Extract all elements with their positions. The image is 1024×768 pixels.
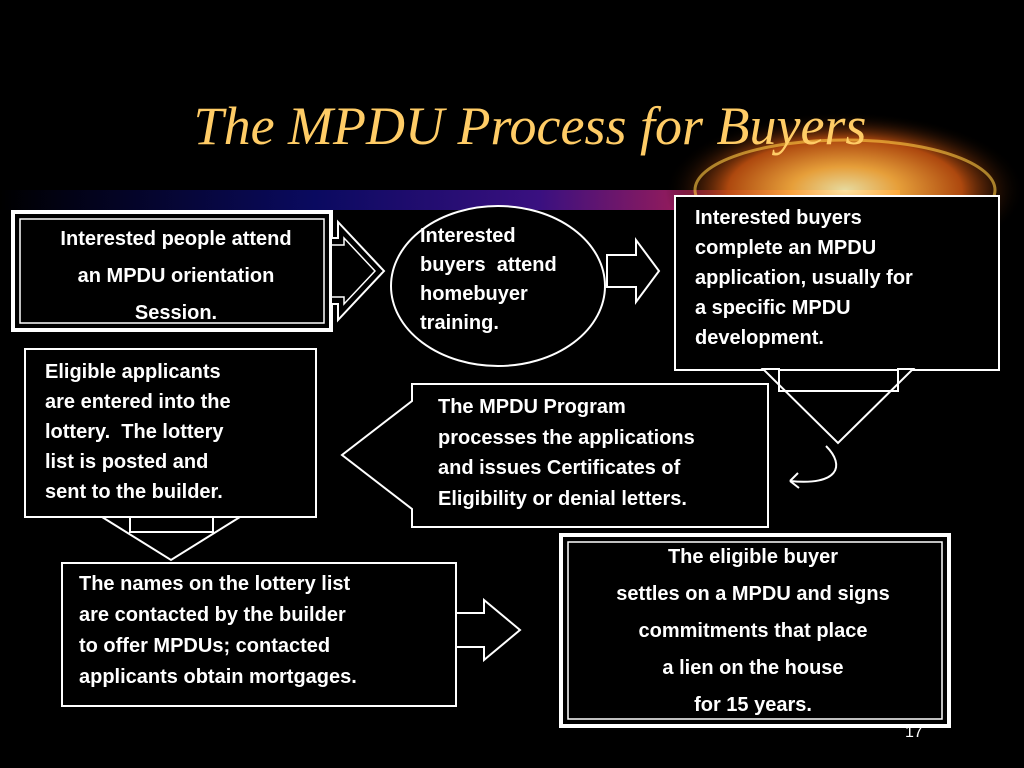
curved-arrow-to-processing	[789, 445, 838, 489]
text-line: applicants obtain mortgages.	[79, 666, 357, 688]
text-line: list is posted and	[45, 451, 209, 473]
application-text: Interested buyers complete an MPDU appli…	[695, 203, 995, 353]
text-line: lottery. The lottery	[45, 421, 224, 443]
text-line: for 15 years.	[694, 694, 812, 716]
text-line: complete an MPDU	[695, 237, 877, 259]
text-line: settles on a MPDU and signs	[616, 583, 890, 605]
text-line: processes the applications	[438, 426, 695, 449]
contact-box	[61, 562, 457, 707]
processing-text: The MPDU Program processes the applicati…	[438, 392, 778, 514]
arrow-lottery-down	[98, 516, 244, 562]
text-line: to offer MPDUs; contacted	[79, 635, 331, 657]
slide-title: The MPDU Process for Buyers	[193, 96, 867, 156]
text-line: training.	[420, 312, 499, 334]
text-line: Interested people attend	[60, 228, 292, 250]
text-line: Interested	[420, 225, 516, 247]
arrow-training-to-application	[606, 236, 661, 306]
text-line: commitments that place	[638, 620, 868, 642]
text-line: Eligible applicants	[45, 361, 221, 383]
text-line: homebuyer	[420, 283, 528, 305]
text-line: are contacted by the builder	[79, 604, 346, 626]
lottery-text: Eligible applicants are entered into the…	[45, 357, 305, 507]
text-line: and issues Certificates of	[438, 457, 681, 479]
text-line: Session.	[134, 302, 218, 324]
contact-text: The names on the lottery list are contac…	[79, 569, 459, 693]
settlement-box	[559, 533, 951, 728]
arrow-orientation-to-training	[330, 219, 386, 323]
text-line: Interested buyers	[695, 207, 862, 229]
text-line: are entered into the	[45, 391, 231, 413]
orientation-text: Interested people attend an MPDU orienta…	[20, 221, 332, 332]
text-line: development.	[695, 327, 824, 349]
orientation-box	[11, 210, 333, 332]
text-line: The MPDU Program	[438, 396, 626, 418]
text-line: The eligible buyer	[667, 546, 839, 568]
text-line: Eligibility or denial letters.	[438, 487, 687, 510]
text-line: a specific MPDU	[695, 297, 851, 319]
text-line: buyers attend	[420, 254, 557, 276]
training-ellipse	[390, 205, 606, 367]
training-text: Interested buyers attend homebuyer train…	[420, 222, 620, 338]
arrow-contact-to-settlement	[455, 597, 522, 663]
processing-box	[340, 383, 769, 528]
lottery-box	[24, 348, 317, 518]
text-line: an MPDU orientation	[77, 265, 275, 287]
text-line: application, usually for	[695, 267, 913, 289]
application-box	[674, 195, 1000, 371]
text-line: sent to the builder.	[45, 481, 223, 503]
settlement-text: The eligible buyer settles on a MPDU and…	[566, 539, 940, 724]
text-line: a lien on the house	[662, 657, 844, 679]
text-line: The names on the lottery list	[79, 573, 351, 595]
arrow-application-down	[760, 368, 916, 445]
slide-number: 17	[905, 724, 923, 741]
